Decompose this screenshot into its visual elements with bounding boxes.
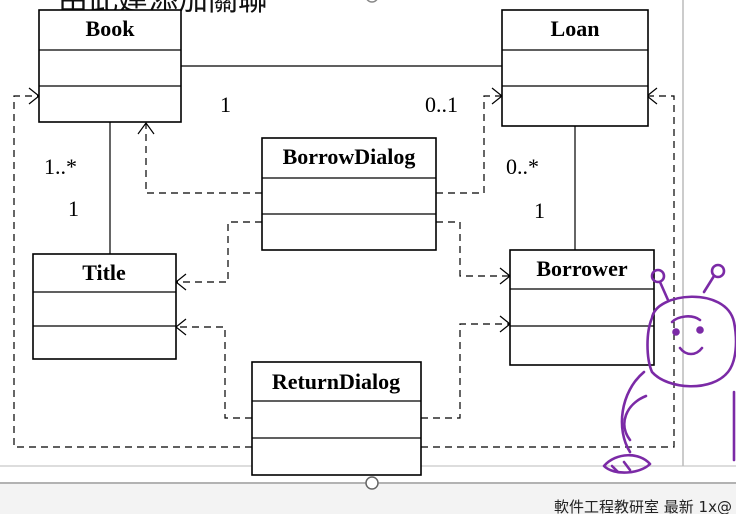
dep-returndialog-title: [176, 326, 252, 419]
mult-loan-borrower-loan: 0..*: [506, 154, 539, 179]
class-title-name: Title: [82, 260, 126, 285]
dep-returndialog-book: [13, 95, 252, 448]
mult-book-title-book: 1..*: [44, 154, 77, 179]
class-book-name: Book: [86, 16, 136, 41]
dep-returndialog-borrower: [421, 323, 510, 419]
class-returndialog[interactable]: ReturnDialog: [251, 361, 422, 476]
class-returndialog-name: ReturnDialog: [272, 369, 400, 394]
footer-text: 軟件工程教研室 最新 1x@: [554, 498, 732, 514]
dep-borrowdialog-book: [145, 124, 262, 194]
robot-mascot-icon: [602, 263, 736, 474]
footer-bar: [0, 484, 736, 514]
bottom-handle[interactable]: [365, 476, 379, 490]
dep-returndialog-loan: [421, 95, 675, 448]
class-borrowdialog[interactable]: BorrowDialog: [261, 137, 437, 251]
class-borrower[interactable]: Borrower: [509, 249, 655, 366]
arrowhead-book-bottom: [137, 121, 155, 135]
dep-borrowdialog-borrower: [436, 221, 510, 277]
class-borrowdialog-name: BorrowDialog: [283, 144, 416, 169]
class-borrower-name: Borrower: [536, 256, 627, 281]
dep-borrowdialog-title: [176, 221, 262, 283]
class-title[interactable]: Title: [32, 253, 177, 360]
class-loan[interactable]: Loan: [501, 9, 649, 127]
class-loan-name: Loan: [551, 16, 600, 41]
class-book[interactable]: Book: [38, 9, 182, 123]
mult-loan-borrower-borrower: 1: [534, 198, 545, 223]
mult-book-title-title: 1: [68, 196, 79, 221]
top-handle[interactable]: [366, 0, 378, 3]
dep-borrowdialog-loan: [436, 95, 501, 194]
mult-book-loan-book: 1: [220, 92, 231, 117]
mult-book-loan-loan: 0..1: [425, 92, 458, 117]
